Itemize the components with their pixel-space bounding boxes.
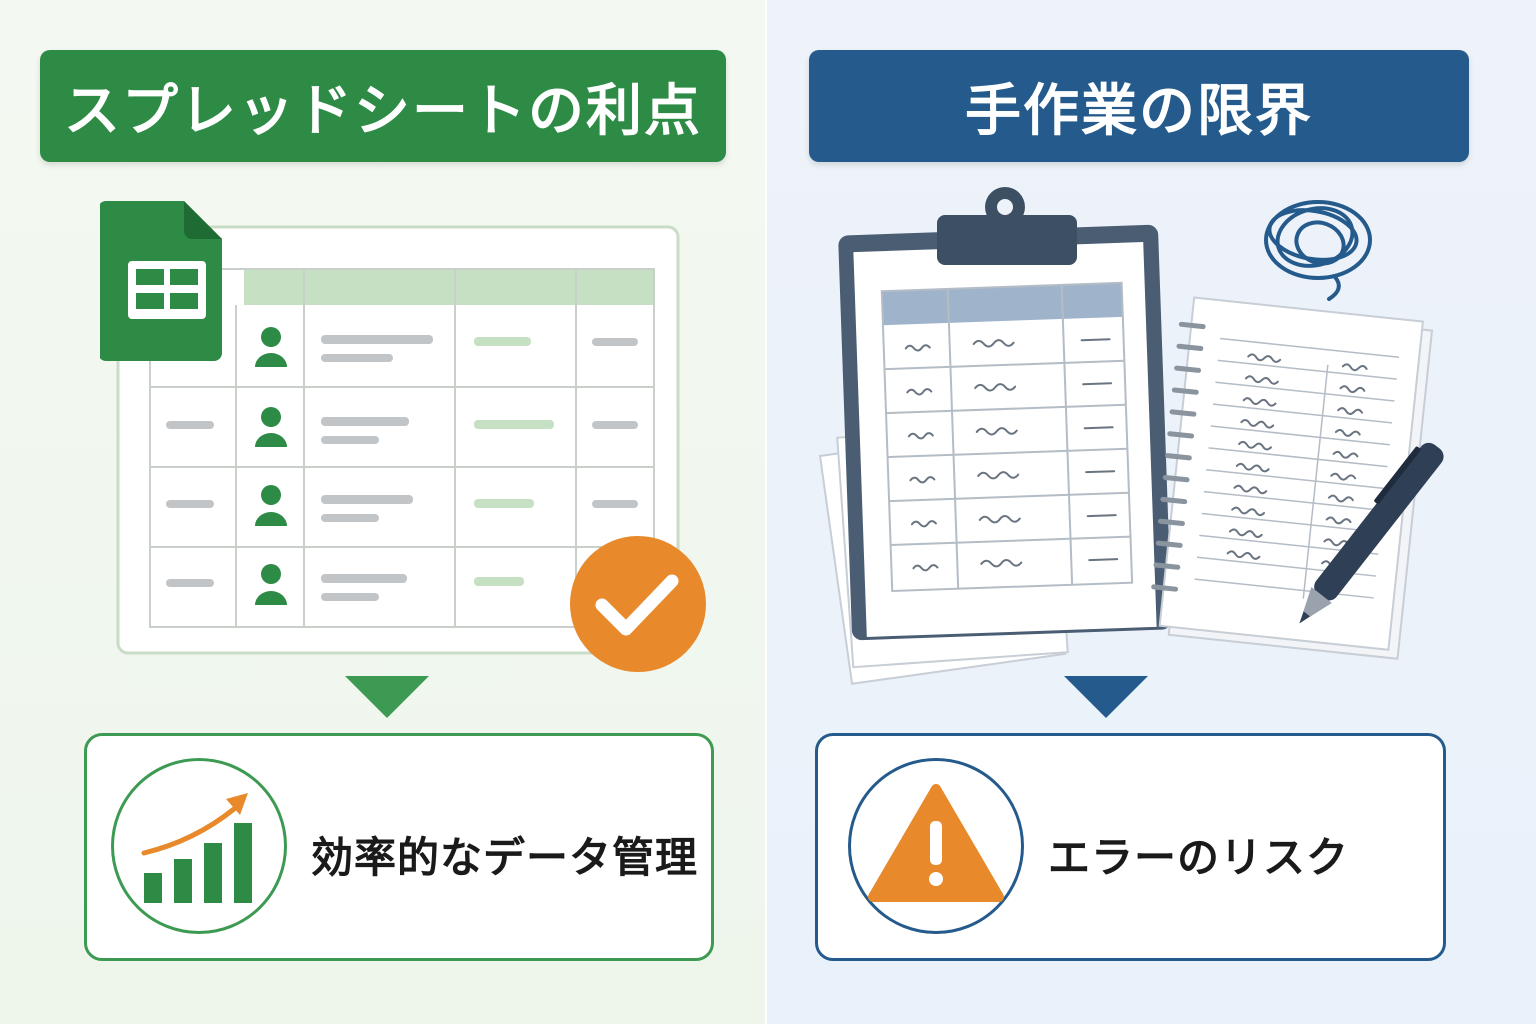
notebook-icon: [1151, 296, 1434, 660]
person-icon: [255, 407, 287, 447]
spreadsheet-benefits-title: スプレッドシートの利点: [64, 78, 702, 144]
table-row: [166, 407, 638, 447]
spreadsheet-rows: [166, 327, 638, 605]
down-arrow-green: [345, 676, 429, 718]
spreadsheet-illustration: [100, 201, 706, 672]
checkmark-icon: [570, 536, 706, 672]
growth-chart-icon: [141, 793, 252, 903]
person-icon: [255, 564, 287, 605]
error-risk-result-label: エラーのリスク: [1048, 833, 1350, 882]
manual-limits-banner: 手作業の限界: [809, 50, 1469, 162]
down-arrow-blue: [1064, 676, 1148, 718]
spreadsheet-benefits-banner: スプレッドシートの利点: [40, 50, 726, 162]
tangle-icon: [1264, 200, 1372, 301]
table-row: [166, 564, 524, 605]
clipboard-icon: [838, 187, 1172, 641]
person-icon: [255, 485, 287, 526]
table-row: [255, 327, 638, 367]
pen-icon: [1299, 442, 1444, 624]
spreadsheet-header-row: [244, 269, 654, 305]
warning-circle: [848, 758, 1024, 934]
efficiency-result-label: 効率的なデータ管理: [311, 833, 699, 882]
panel-divider: [765, 0, 767, 1024]
efficiency-result-card: 効率的なデータ管理: [84, 733, 714, 961]
spreadsheet-grid: [149, 268, 655, 628]
sheets-icon: [100, 201, 222, 361]
manual-work-illustration: [818, 187, 1444, 685]
person-icon: [255, 327, 287, 367]
warning-icon: [868, 784, 1004, 902]
table-row: [166, 485, 638, 526]
growth-chart-circle: [111, 758, 287, 934]
manual-limits-title: 手作業の限界: [965, 78, 1313, 144]
error-risk-result-card: エラーのリスク: [815, 733, 1446, 961]
